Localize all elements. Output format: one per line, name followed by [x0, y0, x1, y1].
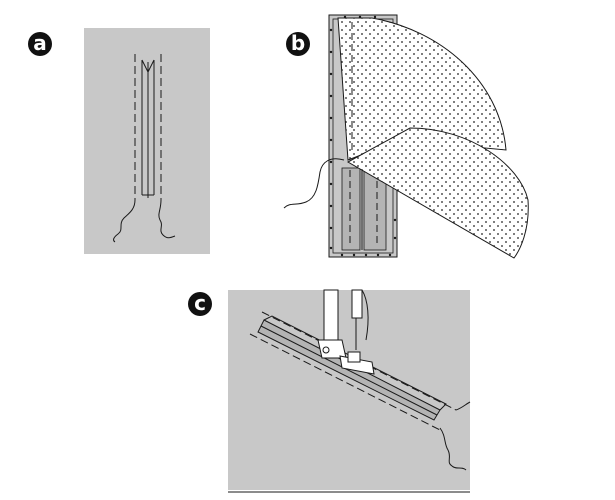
panel-a-stitch-lines [134, 54, 162, 200]
panel-c [228, 289, 471, 493]
panel-c-thread-tail [439, 427, 467, 471]
panel-b-upper-flap [337, 17, 507, 161]
panel-c-badge: c [188, 291, 212, 316]
panel-b-label: b [291, 31, 305, 55]
panel-b-lower-flap [346, 127, 529, 259]
panel-a-zipper [141, 59, 155, 198]
panel-a-fabric [84, 28, 210, 254]
panel-a-label: a [33, 31, 47, 55]
panel-b-badge: b [286, 31, 310, 56]
panel-a-badge: a [28, 31, 52, 56]
panel-a [84, 28, 210, 254]
panel-a-thread-tails [113, 199, 176, 243]
presser-foot [317, 289, 375, 375]
panel-c-label: c [194, 291, 206, 315]
panel-b [283, 14, 529, 259]
panel-b-edge-dots [329, 15, 397, 257]
panel-b-zipper [341, 167, 387, 251]
panel-b-thread [283, 158, 345, 209]
